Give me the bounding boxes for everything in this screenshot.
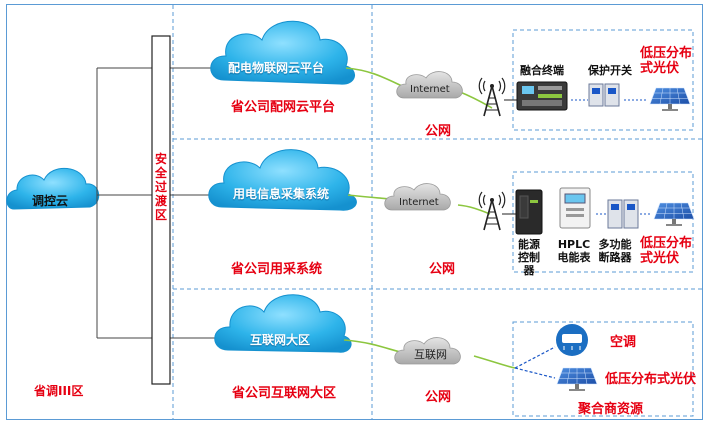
- row2-devices: [502, 187, 695, 235]
- row1-device-1: 保护开关: [588, 64, 632, 77]
- province-dispatch-label: 省调III区: [34, 384, 84, 398]
- row3-target: 聚合商资源: [578, 402, 644, 417]
- row1-target: 低压分布式光伏: [640, 46, 693, 76]
- security-zone-bar: [151, 35, 171, 385]
- row3-devices: [514, 324, 598, 392]
- internet-clouds: [384, 71, 463, 365]
- row3-network-label: 互联网: [414, 348, 447, 361]
- row1-network-label: Internet: [410, 84, 450, 95]
- security-zone-label: 安全过渡区: [154, 152, 167, 222]
- row1-devices: [504, 81, 691, 112]
- row2-cloud-caption: 省公司用采系统: [231, 262, 323, 277]
- row2-device-0: 能源控制器: [518, 238, 540, 277]
- row1-cloud-caption: 省公司配网云平台: [231, 100, 336, 115]
- dispatch-cloud-label: 调控云: [32, 194, 69, 208]
- row2-device-1: HPLC电能表: [557, 238, 591, 264]
- row2-cloud-label: 用电信息采集系统: [233, 187, 330, 201]
- platform-clouds: [208, 20, 357, 353]
- row3-cloud-label: 互联网大区: [250, 333, 311, 347]
- row3-device-0: 空调: [610, 335, 637, 350]
- row2-target: 低压分布式光伏: [640, 236, 693, 266]
- row2-network-label: Internet: [399, 197, 439, 208]
- row3-network-caption: 公网: [425, 390, 452, 405]
- row2-network-caption: 公网: [429, 262, 456, 277]
- row2-device-2: 多功能断路器: [598, 238, 632, 264]
- row1-device-0: 融合终端: [520, 64, 564, 77]
- outer-frame: [6, 4, 703, 420]
- row3-device-1: 低压分布式光伏: [605, 372, 697, 387]
- row1-network-caption: 公网: [425, 124, 452, 139]
- device-boxes: [512, 29, 694, 417]
- row1-cloud-label: 配电物联网云平台: [228, 61, 325, 75]
- row3-cloud-caption: 省公司互联网大区: [232, 386, 337, 401]
- zone-dividers: [172, 5, 702, 419]
